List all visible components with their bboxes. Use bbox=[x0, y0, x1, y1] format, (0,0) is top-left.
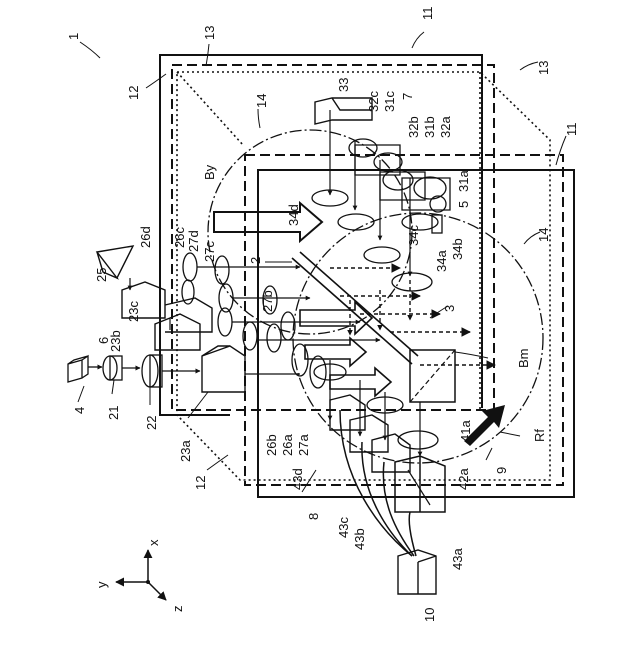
label-34b: 34b bbox=[450, 238, 465, 260]
label-1: 1 bbox=[66, 33, 81, 40]
label-34a: 34a bbox=[434, 250, 449, 272]
label-22: 22 bbox=[144, 416, 159, 430]
label-34d: 34d bbox=[286, 204, 301, 226]
label-12a: 12 bbox=[126, 86, 141, 100]
leader-21 bbox=[112, 380, 114, 394]
leader-12a bbox=[146, 74, 166, 88]
label-Bm: Bm bbox=[516, 349, 531, 369]
housing-outlines bbox=[160, 55, 574, 497]
leader-11a bbox=[412, 32, 424, 48]
label-26b: 26b bbox=[264, 434, 279, 456]
beam-arrow-center-b bbox=[305, 338, 366, 366]
leader-4 bbox=[78, 386, 84, 402]
label-12b: 12 bbox=[193, 476, 208, 490]
label-26c: 26c bbox=[172, 227, 187, 248]
housing-13-edge-a bbox=[177, 72, 243, 145]
label-23c: 23c bbox=[126, 301, 141, 322]
label-13a: 13 bbox=[202, 26, 217, 40]
lens-34b bbox=[392, 273, 432, 291]
label-23b: 23b bbox=[108, 330, 123, 352]
label-31b: 31b bbox=[422, 116, 437, 138]
leader-Rf bbox=[500, 432, 520, 436]
label-31c: 31c bbox=[382, 91, 397, 112]
label-43b: 43b bbox=[352, 528, 367, 550]
axis-z-label: z bbox=[170, 606, 185, 613]
label-10: 10 bbox=[422, 608, 437, 622]
prism-33 bbox=[315, 98, 372, 124]
label-32c: 32c bbox=[366, 91, 381, 112]
prism-42a-diag bbox=[408, 470, 430, 505]
label-42a: 42a bbox=[456, 468, 471, 490]
lens-26c bbox=[182, 280, 194, 304]
label-41a: 41a bbox=[458, 420, 473, 442]
cable-43a bbox=[409, 512, 416, 556]
axis-x-label: x bbox=[146, 539, 161, 546]
leader-1 bbox=[80, 42, 100, 58]
label-Rf: Rf bbox=[532, 429, 547, 442]
label-13b: 13 bbox=[536, 61, 551, 75]
lens-26b bbox=[267, 324, 281, 352]
leader-Bm bbox=[455, 352, 488, 358]
beam-arrow-By bbox=[214, 203, 322, 241]
label-23a: 23a bbox=[178, 440, 193, 462]
lens-34c-a bbox=[338, 214, 374, 230]
label-14b: 14 bbox=[536, 228, 551, 242]
label-43c: 43c bbox=[336, 517, 351, 538]
lower-detector-group bbox=[314, 364, 445, 594]
label-33: 33 bbox=[336, 78, 351, 92]
label-34c: 34c bbox=[406, 225, 421, 246]
label-32a: 32a bbox=[438, 116, 453, 138]
leader-12b bbox=[207, 455, 228, 470]
label-3: 3 bbox=[442, 305, 457, 312]
label-4: 4 bbox=[72, 407, 87, 414]
axis-indicator bbox=[116, 550, 166, 600]
label-26d: 26d bbox=[138, 226, 153, 248]
label-27c: 27c bbox=[202, 241, 217, 262]
label-43a: 43a bbox=[450, 548, 465, 570]
beam-splitter-diagonal bbox=[410, 350, 455, 402]
leader-14a bbox=[258, 109, 260, 128]
lens-27d bbox=[215, 256, 229, 284]
label-9: 9 bbox=[494, 467, 509, 474]
label-27a: 27a bbox=[296, 434, 311, 456]
lens-32c bbox=[349, 139, 377, 157]
lens-26a bbox=[281, 312, 295, 340]
label-43d: 43d bbox=[290, 468, 305, 490]
leader-11b bbox=[556, 136, 566, 165]
dichroic-mirror-2 bbox=[292, 258, 412, 364]
lens-34c bbox=[364, 247, 400, 263]
label-11a: 11 bbox=[420, 7, 435, 21]
leader-9 bbox=[486, 448, 492, 460]
lens-26d bbox=[183, 253, 197, 281]
label-By: By bbox=[202, 164, 217, 180]
label-14a: 14 bbox=[254, 94, 269, 108]
label-27d: 27d bbox=[186, 230, 201, 252]
axis-y-label: y bbox=[94, 581, 109, 588]
label-26a: 26a bbox=[280, 434, 295, 456]
label-2: 2 bbox=[248, 257, 263, 264]
detector-10 bbox=[398, 550, 436, 594]
label-32b: 32b bbox=[406, 116, 421, 138]
label-31a: 31a bbox=[456, 170, 471, 192]
light-source-4 bbox=[68, 356, 88, 382]
lens-27a bbox=[310, 356, 326, 388]
axis-z-arrow bbox=[148, 582, 166, 600]
label-8: 8 bbox=[306, 513, 321, 520]
label-7: 7 bbox=[400, 93, 415, 100]
label-5: 5 bbox=[456, 201, 471, 208]
label-11b: 11 bbox=[564, 123, 579, 137]
lens-32a bbox=[414, 177, 446, 199]
reference-labels: 1 11 11 12 12 13 13 14 14 33 32c 31c 7 3… bbox=[66, 7, 579, 623]
label-27b: 27b bbox=[260, 290, 275, 312]
axis-origin bbox=[146, 580, 150, 584]
label-21: 21 bbox=[106, 406, 121, 420]
prism-23a bbox=[202, 346, 245, 392]
label-25: 25 bbox=[94, 268, 109, 282]
prism-43b bbox=[372, 434, 410, 472]
lens-21-body bbox=[110, 356, 122, 380]
